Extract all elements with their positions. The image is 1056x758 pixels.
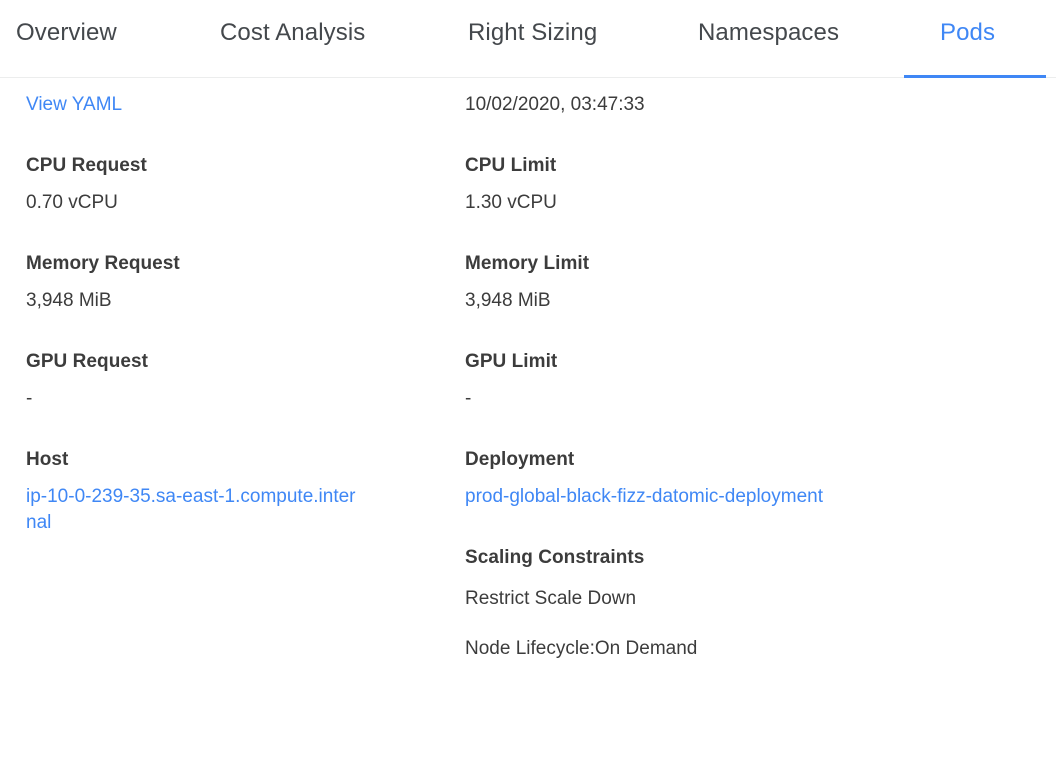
field-timestamp: 10/02/2020, 03:47:33 bbox=[465, 92, 965, 118]
field-deployment: Deployment prod-global-black-fizz-datomi… bbox=[465, 448, 965, 510]
memory-request-label: Memory Request bbox=[26, 253, 180, 274]
gpu-limit-value: - bbox=[465, 388, 472, 409]
field-cpu-limit: CPU Limit 1.30 vCPU bbox=[465, 154, 965, 216]
field-memory-request: Memory Request 3,948 MiB bbox=[26, 252, 465, 314]
deployment-link[interactable]: prod-global-black-fizz-datomic-deploymen… bbox=[465, 486, 823, 507]
detail-column-left: View YAML CPU Request 0.70 vCPU Memory R… bbox=[0, 92, 465, 536]
tab-bar: Overview Cost Analysis Right Sizing Name… bbox=[0, 0, 1056, 78]
scaling-constraints-list: Restrict Scale Down Node Lifecycle:On De… bbox=[465, 586, 965, 662]
field-gpu-request: GPU Request - bbox=[26, 350, 465, 412]
tab-cost-analysis[interactable]: Cost Analysis bbox=[220, 0, 468, 78]
cpu-request-label: CPU Request bbox=[26, 155, 147, 176]
tab-right-sizing[interactable]: Right Sizing bbox=[468, 0, 698, 78]
tab-right-sizing-label: Right Sizing bbox=[468, 19, 598, 46]
tab-pods-label: Pods bbox=[940, 19, 996, 46]
cpu-request-value: 0.70 vCPU bbox=[26, 192, 118, 213]
field-host: Host ip-10-0-239-35.sa-east-1.compute.in… bbox=[26, 448, 465, 536]
tab-pods[interactable]: Pods bbox=[896, 0, 1056, 78]
field-memory-limit: Memory Limit 3,948 MiB bbox=[465, 252, 965, 314]
memory-request-value: 3,948 MiB bbox=[26, 290, 112, 311]
tab-overview-label: Overview bbox=[16, 19, 117, 46]
field-scaling-constraints: Scaling Constraints Restrict Scale Down … bbox=[465, 546, 965, 662]
active-tab-indicator bbox=[904, 75, 1046, 78]
scaling-constraint-item: Node Lifecycle:On Demand bbox=[465, 638, 698, 659]
pod-start-timestamp: 10/02/2020, 03:47:33 bbox=[465, 94, 645, 115]
tab-namespaces[interactable]: Namespaces bbox=[698, 0, 896, 78]
pod-detail-panel: View YAML CPU Request 0.70 vCPU Memory R… bbox=[0, 78, 1056, 662]
memory-limit-value: 3,948 MiB bbox=[465, 290, 551, 311]
gpu-request-label: GPU Request bbox=[26, 351, 148, 372]
field-view-yaml: View YAML bbox=[26, 92, 465, 118]
gpu-request-value: - bbox=[26, 388, 33, 409]
host-label: Host bbox=[26, 449, 69, 470]
tab-cost-analysis-label: Cost Analysis bbox=[220, 19, 366, 46]
field-gpu-limit: GPU Limit - bbox=[465, 350, 965, 412]
detail-column-right: 10/02/2020, 03:47:33 CPU Limit 1.30 vCPU… bbox=[465, 92, 965, 662]
memory-limit-label: Memory Limit bbox=[465, 253, 590, 274]
detail-columns: View YAML CPU Request 0.70 vCPU Memory R… bbox=[0, 92, 1056, 662]
view-yaml-link[interactable]: View YAML bbox=[26, 94, 123, 115]
scaling-constraint-item: Restrict Scale Down bbox=[465, 588, 637, 609]
gpu-limit-label: GPU Limit bbox=[465, 351, 558, 372]
cpu-limit-value: 1.30 vCPU bbox=[465, 192, 557, 213]
tab-namespaces-label: Namespaces bbox=[698, 19, 840, 46]
cpu-limit-label: CPU Limit bbox=[465, 155, 557, 176]
tab-list: Overview Cost Analysis Right Sizing Name… bbox=[0, 0, 1056, 78]
field-cpu-request: CPU Request 0.70 vCPU bbox=[26, 154, 465, 216]
host-link[interactable]: ip-10-0-239-35.sa-east-1.compute.interna… bbox=[26, 486, 356, 533]
deployment-label: Deployment bbox=[465, 449, 575, 470]
scaling-constraints-label: Scaling Constraints bbox=[465, 547, 645, 568]
tab-overview[interactable]: Overview bbox=[0, 0, 220, 78]
